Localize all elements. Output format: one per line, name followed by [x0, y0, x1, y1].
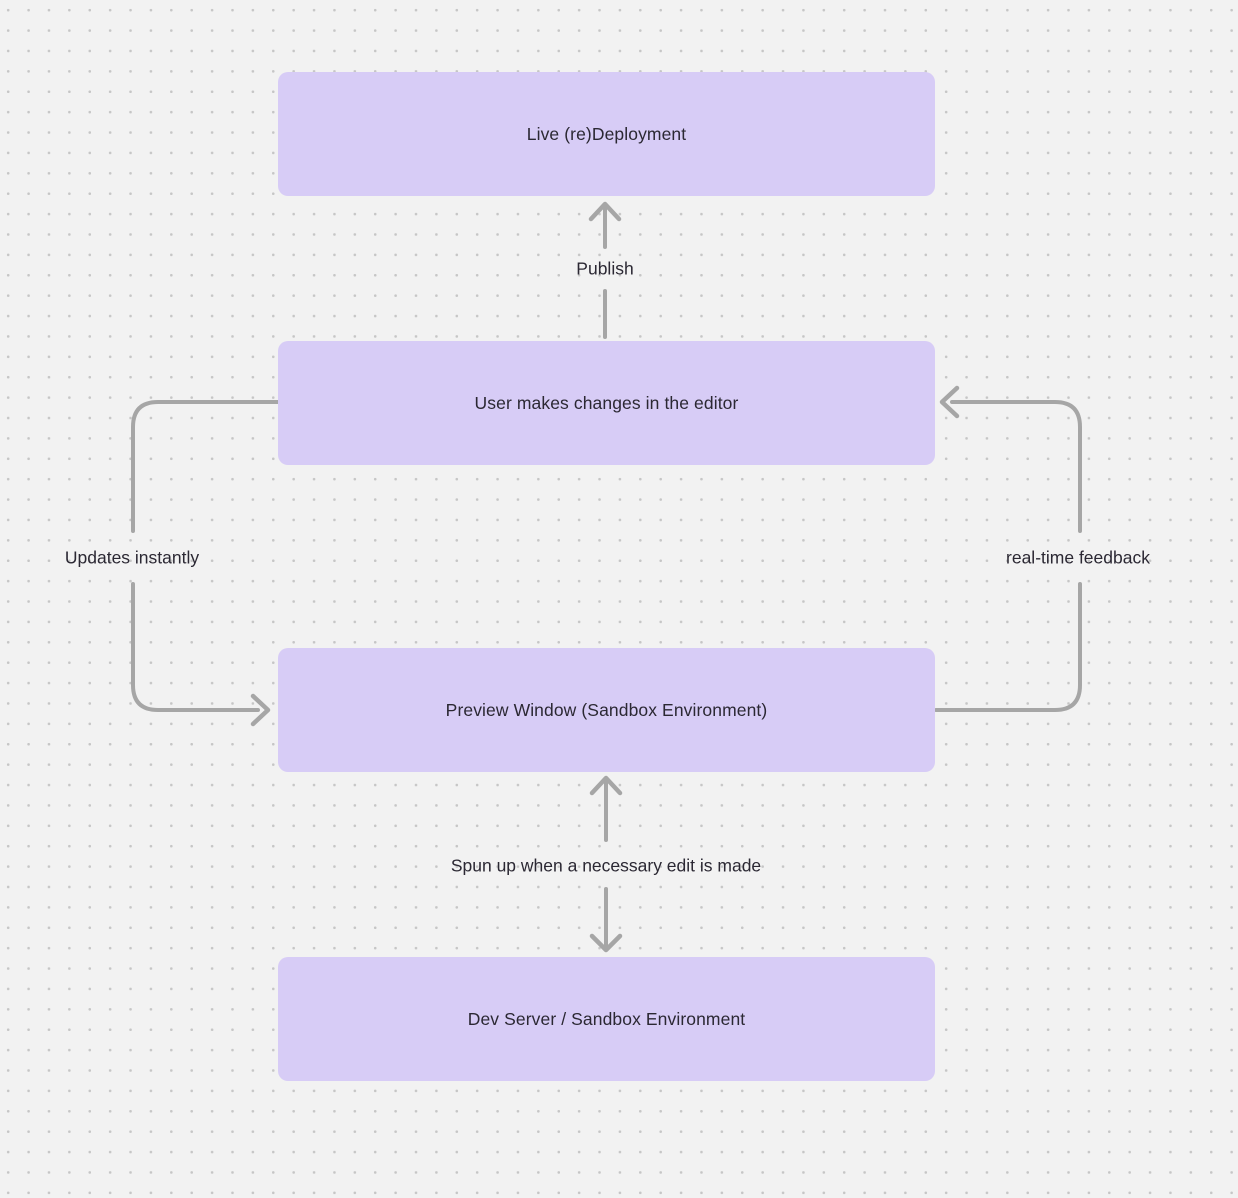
edge-realtime-feedback-arrow [934, 385, 1082, 712]
node-preview-window[interactable]: Preview Window (Sandbox Environment) [278, 648, 935, 772]
node-user-makes-changes[interactable]: User makes changes in the editor [278, 341, 935, 465]
edge-updates-instantly-arrow [131, 400, 280, 727]
arrowhead-up-icon [589, 775, 623, 796]
edge-label-spun-up: Spun up when a necessary edit is made [450, 855, 762, 876]
arrowhead-right-icon [250, 693, 271, 727]
edge-label-updates-instantly: Updates instantly [64, 547, 200, 568]
arrowhead-left-icon [939, 385, 960, 419]
arrowhead-down-icon [589, 933, 623, 953]
node-dev-server[interactable]: Dev Server / Sandbox Environment [278, 957, 935, 1081]
edge-spun-up-arrows [589, 775, 623, 953]
edge-publish-arrow [588, 201, 622, 339]
edge-label-realtime-feedback: real-time feedback [1006, 547, 1150, 568]
node-label: Dev Server / Sandbox Environment [467, 1008, 746, 1029]
edge-label-publish: Publish [576, 258, 634, 279]
node-label: Live (re)Deployment [526, 123, 687, 144]
node-label: Preview Window (Sandbox Environment) [445, 699, 768, 720]
node-live-redeployment[interactable]: Live (re)Deployment [278, 72, 935, 196]
arrowhead-up-icon [588, 201, 622, 222]
node-label: User makes changes in the editor [474, 392, 739, 413]
